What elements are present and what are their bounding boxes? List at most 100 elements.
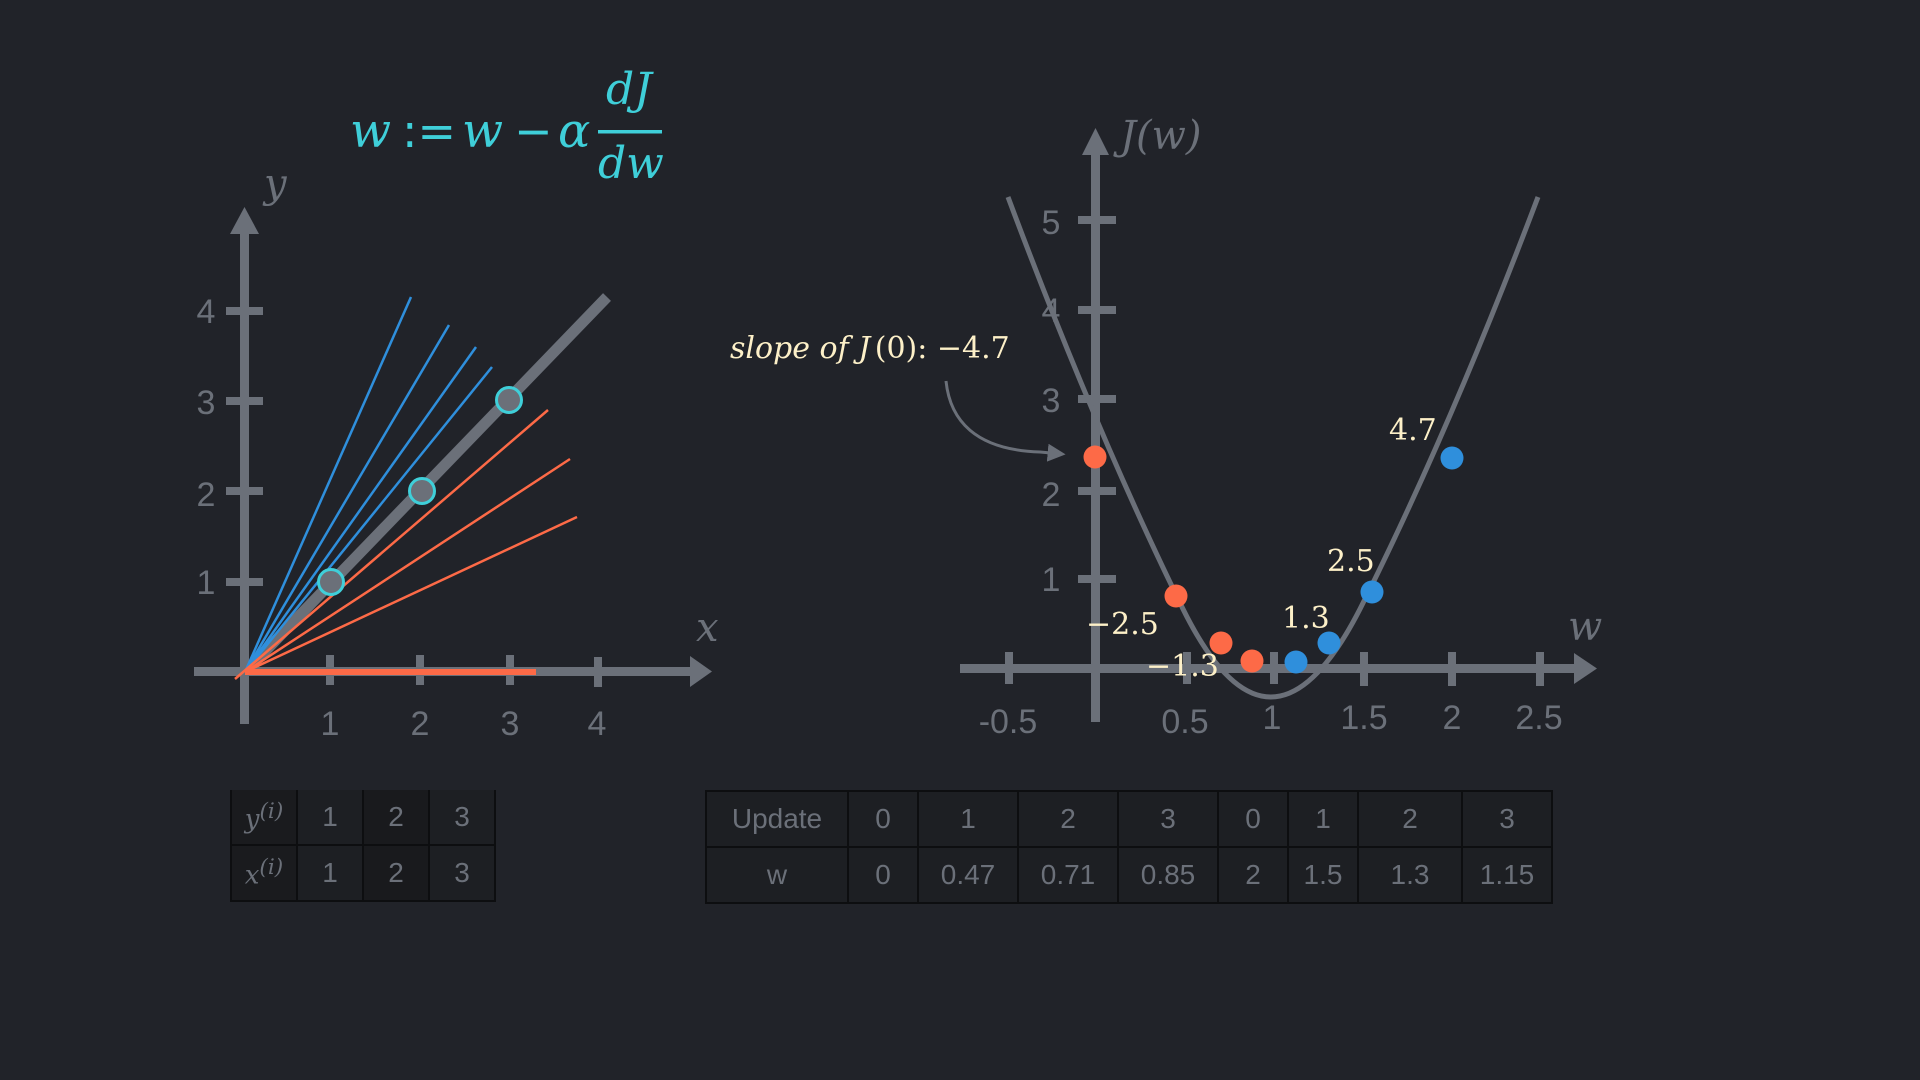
w-axis-arrow-icon xyxy=(1574,653,1597,684)
descent-point-orange xyxy=(1083,445,1107,469)
descent-point-blue xyxy=(1360,580,1384,604)
j-tick xyxy=(1078,575,1116,583)
j-axis xyxy=(1091,155,1100,722)
label-base: x xyxy=(244,860,260,891)
table-row: Update 0 1 2 3 0 1 2 3 xyxy=(705,790,1553,848)
w-tick-label: -0.5 xyxy=(979,703,1038,741)
table-cell: 3 xyxy=(1461,790,1553,848)
fit-line-w-2 xyxy=(243,296,413,673)
x-axis-label: x xyxy=(696,605,719,651)
y-tick xyxy=(226,307,263,315)
w-tick-label: 2.5 xyxy=(1515,699,1562,737)
y-tick-label: 4 xyxy=(197,293,216,331)
table-cell: 1.15 xyxy=(1461,846,1553,904)
descent-point-blue xyxy=(1440,446,1464,470)
formula-lhs: w xyxy=(350,103,391,159)
w-tick-label: 1.5 xyxy=(1340,699,1387,737)
table-cell: 3 xyxy=(1117,790,1219,848)
label-sup: (i) xyxy=(259,799,284,825)
j-tick xyxy=(1078,306,1116,314)
fit-line-w-1.5 xyxy=(243,324,451,673)
y-axis xyxy=(240,228,249,724)
y-axis-label: y xyxy=(262,161,288,207)
table-cell: 2 xyxy=(362,790,430,846)
table-row: y(i) 1 2 3 xyxy=(230,790,496,846)
slope-label: 4.7 xyxy=(1389,413,1437,448)
j-tick-label: 2 xyxy=(1042,476,1061,514)
row-label-y: y(i) xyxy=(230,790,298,846)
table-cell: 3 xyxy=(428,845,496,902)
fit-line-w-1.15 xyxy=(244,366,493,673)
x-tick-label: 1 xyxy=(321,705,340,743)
y-axis-arrow-icon xyxy=(230,207,259,234)
y-tick-label: 1 xyxy=(197,564,216,602)
table-cell: 1 xyxy=(917,790,1019,848)
x-tick-label: 4 xyxy=(588,705,607,743)
formula-numerator: dJ xyxy=(606,64,654,115)
label-sup: (i) xyxy=(259,855,284,881)
w-tick-label: 2 xyxy=(1443,699,1462,737)
w-tick-label: 1 xyxy=(1263,699,1282,737)
j-tick xyxy=(1078,487,1116,495)
j-tick xyxy=(1078,216,1116,224)
annotation-arg: (0): xyxy=(875,331,937,366)
y-tick xyxy=(226,578,263,586)
table-cell: 2 xyxy=(1017,790,1119,848)
descent-point-orange xyxy=(1240,649,1264,673)
y-tick xyxy=(226,397,263,405)
data-point xyxy=(495,386,523,414)
row-label-x: x(i) xyxy=(230,845,298,902)
j-tick xyxy=(1078,395,1116,403)
table-cell: 0.71 xyxy=(1017,846,1119,904)
formula-minus: − xyxy=(514,104,553,158)
table-cell: 1 xyxy=(296,790,364,846)
slope-label: −2.5 xyxy=(1086,607,1159,642)
table-cell: 0.85 xyxy=(1117,846,1219,904)
annotation-prefix: slope of xyxy=(730,331,858,366)
fit-line-w-0.47 xyxy=(244,515,578,674)
w-tick xyxy=(1536,652,1544,686)
table-row: x(i) 1 2 3 xyxy=(230,845,496,902)
w-tick xyxy=(1448,652,1456,686)
left-plot: 1 2 3 4 1 2 3 4 x y xyxy=(194,161,719,743)
annotation-value: −4.7 xyxy=(937,331,1010,366)
table-cell: 1 xyxy=(1287,790,1359,848)
x-axis-arrow-icon xyxy=(690,656,712,687)
j-tick-label: 1 xyxy=(1042,561,1061,599)
w-axis-label: w xyxy=(1568,604,1602,650)
fraction-bar xyxy=(598,130,662,134)
descent-point-orange xyxy=(1164,584,1188,608)
label-base: y xyxy=(244,804,260,835)
cost-curve xyxy=(1005,196,1541,700)
w-tick xyxy=(1183,652,1191,684)
formula-assign: := xyxy=(402,104,456,158)
j-axis-label: J(w) xyxy=(1113,113,1201,159)
y-tick xyxy=(226,487,263,495)
update-header: Update xyxy=(705,790,849,848)
descent-point-blue xyxy=(1317,631,1341,655)
formula-rhs-w: w xyxy=(462,103,503,159)
descent-point-blue xyxy=(1284,650,1308,674)
table-cell: 3 xyxy=(428,790,496,846)
w-tick xyxy=(1270,652,1278,684)
x-tick-label: 3 xyxy=(501,705,520,743)
data-point xyxy=(317,568,345,596)
fit-line-w-1.3 xyxy=(243,346,478,673)
table-row: w 0 0.47 0.71 0.85 2 1.5 1.3 1.15 xyxy=(705,846,1553,904)
y-tick-label: 3 xyxy=(197,384,216,422)
table-cell: 2 xyxy=(1357,790,1463,848)
training-data-table: y(i) 1 2 3 x(i) 1 2 3 xyxy=(230,790,496,902)
w-row-label: w xyxy=(705,846,849,904)
table-cell: 1 xyxy=(296,845,364,902)
data-point xyxy=(408,477,436,505)
fit-line-w-0.71 xyxy=(244,457,571,674)
table-cell: 2 xyxy=(1217,846,1289,904)
table-cell: 0 xyxy=(847,790,919,848)
table-cell: 0 xyxy=(1217,790,1289,848)
formula-alpha: α xyxy=(558,103,590,159)
formula-denominator: dw xyxy=(598,138,664,189)
j-tick-label: 5 xyxy=(1042,204,1061,242)
fit-line-w-0.85 xyxy=(234,409,549,680)
update-rule-formula: w := w − α dJ dw xyxy=(350,64,664,189)
update-table: Update 0 1 2 3 0 1 2 3 w 0 0.47 0.71 0.8… xyxy=(705,790,1553,904)
